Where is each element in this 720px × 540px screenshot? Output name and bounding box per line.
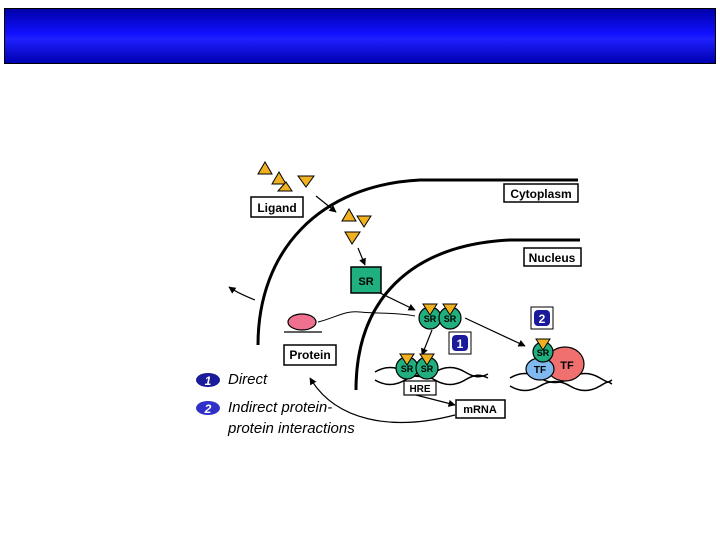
ligand-triangle [344, 231, 361, 245]
arrow-sr-to-dimer [377, 291, 416, 311]
ligand-group-outside [257, 161, 315, 192]
legend-direct: Direct [228, 371, 268, 388]
svg-text:SR: SR [424, 314, 437, 324]
ligand-triangle [271, 171, 287, 185]
mrna-label-box: mRNA [455, 399, 506, 419]
cell-membrane [256, 178, 578, 346]
svg-text:HRE: HRE [409, 384, 430, 395]
ligand-triangle [257, 161, 273, 175]
svg-text:mRNA: mRNA [463, 404, 497, 416]
arrow-dimer-to-tf [464, 317, 526, 347]
ligand-triangle [297, 175, 315, 188]
ligand-triangle [276, 181, 293, 192]
arrow-dimer-to-hre [421, 329, 433, 356]
receptor-dimer: SR SR [418, 303, 462, 330]
nuclear-membrane [354, 238, 580, 391]
svg-text:SR: SR [444, 314, 457, 324]
protein-label-box: Protein [283, 344, 337, 366]
svg-text:2: 2 [204, 402, 212, 416]
ligand-triangle [341, 208, 357, 222]
arrow-secretion [228, 286, 256, 301]
tf-complex: TF TF SR [525, 338, 585, 382]
nucleus-label-box: Nucleus [523, 247, 582, 267]
svg-text:SR: SR [358, 276, 373, 288]
svg-text:Ligand: Ligand [257, 201, 296, 215]
title-bar [4, 8, 716, 64]
svg-text:1: 1 [457, 337, 464, 351]
legend-badge-1: 1 [196, 373, 220, 388]
svg-text:SR: SR [537, 348, 550, 358]
hre-label-box: HRE [403, 380, 437, 396]
sr-dimer-on-hre: SR SR [395, 353, 439, 380]
legend-indirect-line1: Indirect protein- [228, 399, 333, 416]
svg-text:Protein: Protein [289, 348, 330, 362]
arrow-to-mrna [411, 393, 456, 407]
step-1-badge: 1 [448, 331, 472, 355]
svg-text:SR: SR [401, 364, 414, 374]
ligand-label-box: Ligand [250, 196, 304, 218]
mrna-strand [317, 311, 416, 323]
svg-text:1: 1 [205, 374, 212, 388]
ligand-group-inside [341, 208, 372, 245]
ribosome [284, 313, 322, 333]
svg-text:2: 2 [539, 312, 546, 326]
svg-text:TF: TF [560, 360, 574, 372]
svg-text:Cytoplasm: Cytoplasm [510, 187, 571, 201]
cytoplasm-label-box: Cytoplasm [503, 183, 579, 203]
legend-badge-2: 2 [196, 401, 220, 416]
arrow-ligand-to-sr [357, 247, 366, 266]
legend-indirect-line2: protein interactions [228, 420, 355, 437]
ligand-triangle [356, 215, 372, 228]
arrow-ligand-entry [315, 195, 337, 213]
svg-text:TF: TF [534, 365, 546, 376]
step-2-badge: 2 [530, 306, 554, 330]
svg-text:Nucleus: Nucleus [529, 251, 576, 265]
svg-text:SR: SR [421, 364, 434, 374]
arrow-mrna-to-protein [309, 377, 456, 424]
steroid-receptor: SR [350, 266, 382, 294]
